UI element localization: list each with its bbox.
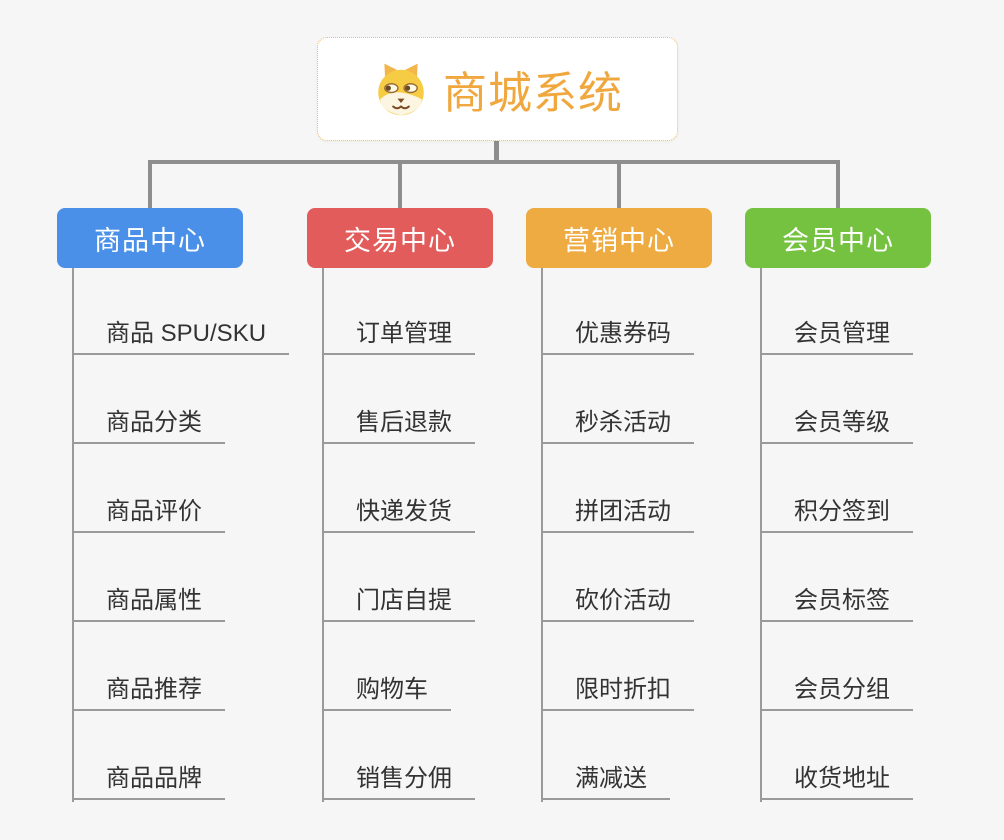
branch-node-trade-center[interactable]: 交易中心 <box>307 208 493 268</box>
connector-drop-product <box>148 162 152 208</box>
leaf-connector-member <box>760 268 762 802</box>
leaf-item[interactable]: 会员管理 <box>760 320 913 355</box>
leaf-item[interactable]: 商品属性 <box>72 587 225 622</box>
leaf-item[interactable]: 会员等级 <box>760 409 913 444</box>
leaf-item[interactable]: 购物车 <box>322 676 451 711</box>
leaf-item[interactable]: 会员标签 <box>760 587 913 622</box>
leaf-item[interactable]: 销售分佣 <box>322 765 475 800</box>
branch-label: 商品中心 <box>94 225 206 256</box>
connector-root-stem <box>494 141 499 163</box>
leaf-item[interactable]: 收货地址 <box>760 765 913 800</box>
leaf-item[interactable]: 限时折扣 <box>541 676 694 711</box>
leaf-item[interactable]: 商品 SPU/SKU <box>72 320 290 355</box>
leaf-item[interactable]: 售后退款 <box>322 409 475 444</box>
root-title: 商城系统 <box>443 69 623 118</box>
connector-drop-member <box>836 162 840 208</box>
branch-label: 会员中心 <box>782 225 894 256</box>
connector-drop-marketing <box>617 162 621 208</box>
leaf-item[interactable]: 砍价活动 <box>541 587 694 622</box>
leaf-item[interactable]: 商品评价 <box>72 498 225 533</box>
leaf-item[interactable]: 门店自提 <box>322 587 475 622</box>
leaf-item[interactable]: 商品品牌 <box>72 765 225 800</box>
leaf-item[interactable]: 会员分组 <box>760 676 913 711</box>
branch-label: 营销中心 <box>563 225 675 256</box>
leaf-item[interactable]: 拼团活动 <box>541 498 694 533</box>
leaf-connector-product <box>72 268 74 802</box>
branch-node-marketing-center[interactable]: 营销中心 <box>526 208 712 268</box>
doge-icon <box>378 63 424 116</box>
root-node-mall-system[interactable]: 商城系统 <box>317 37 678 141</box>
leaf-item[interactable]: 积分签到 <box>760 498 913 533</box>
leaf-item[interactable]: 满减送 <box>541 765 670 800</box>
leaf-connector-trade <box>322 268 324 802</box>
leaf-item[interactable]: 优惠券码 <box>541 320 694 355</box>
leaf-connector-marketing <box>541 268 543 802</box>
branch-node-product-center[interactable]: 商品中心 <box>57 208 243 268</box>
leaf-item[interactable]: 订单管理 <box>322 320 475 355</box>
leaf-item[interactable]: 商品推荐 <box>72 676 225 711</box>
leaf-item[interactable]: 商品分类 <box>72 409 225 444</box>
connector-drop-trade <box>398 162 402 208</box>
leaf-item[interactable]: 秒杀活动 <box>541 409 694 444</box>
branch-label: 交易中心 <box>344 225 456 256</box>
branch-node-member-center[interactable]: 会员中心 <box>745 208 931 268</box>
leaf-item[interactable]: 快递发货 <box>322 498 475 533</box>
connector-horizontal-bar <box>148 160 840 164</box>
